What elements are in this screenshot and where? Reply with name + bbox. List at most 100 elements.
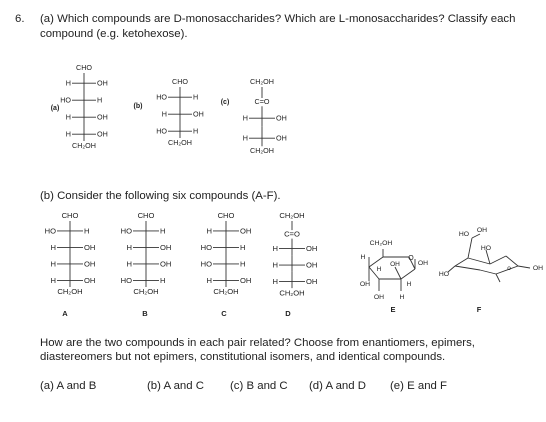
ring-bond	[467, 257, 491, 265]
pair-option-a: (a) A and B	[40, 380, 97, 392]
fischer-left-substituent: H	[51, 243, 56, 252]
fischer-top-group: CHO	[172, 77, 188, 86]
fischer-right-substituent: OH	[276, 114, 287, 123]
structure-label: D	[285, 309, 291, 318]
fischer-carbonyl: C=O	[255, 97, 270, 106]
fischer-right-substituent: OH	[84, 276, 95, 285]
fischer-right-substituent: OH	[193, 110, 204, 119]
structure-label: C	[221, 309, 227, 318]
part-a-prompt-line1: (a) Which compounds are D-monosaccharide…	[40, 13, 516, 25]
ring-bond	[368, 266, 380, 280]
substituent-bond	[495, 273, 501, 283]
ring-bond	[400, 268, 416, 280]
fischer-left-substituent: H	[66, 113, 71, 122]
fischer-left-substituent: H	[273, 261, 278, 270]
structure-label: B	[142, 309, 148, 318]
fischer-left-substituent: H	[207, 276, 212, 285]
ring-substituent: H	[400, 294, 405, 301]
fischer-left-substituent: HO	[156, 93, 167, 102]
structure-label: (c)	[221, 99, 230, 106]
fischer-top-group: CHO	[218, 211, 235, 220]
structure-label: A	[62, 309, 68, 318]
ring-bond	[454, 257, 469, 267]
substituent-bond	[471, 233, 481, 239]
relation-prompt-line2: diastereomers but not epimers, constitut…	[40, 351, 446, 363]
fischer-right-substituent: H	[240, 243, 245, 252]
fischer-bottom-group: CH₂OH	[133, 287, 158, 296]
pair-option-c: (c) B and C	[230, 380, 288, 392]
fischer-right-substituent: OH	[240, 227, 251, 236]
part-a-prompt-line2: compound (e.g. ketohexose).	[40, 28, 188, 40]
ring-bond	[479, 269, 497, 275]
ring-substituent: OH	[390, 261, 400, 268]
fischer-right-substituent: H	[160, 227, 165, 236]
fischer-bottom-group: CH₂OH	[250, 146, 274, 155]
ring-substituent: H	[377, 266, 382, 273]
fischer-right-substituent: OH	[97, 130, 108, 139]
fischer-right-substituent: OH	[160, 243, 171, 252]
substituent-bond	[485, 249, 491, 265]
substituent-bond	[394, 266, 402, 280]
ring-bond	[489, 255, 507, 265]
fischer-top-group: CH₂OH	[250, 77, 274, 86]
fischer-carbonyl: C=O	[284, 230, 300, 239]
fischer-left-substituent: HO	[156, 127, 167, 136]
ring-substituent: OH	[418, 260, 428, 267]
fischer-right-substituent: OH	[276, 134, 287, 143]
fischer-left-substituent: HO	[60, 96, 71, 105]
fischer-bottom-group: CH₂OH	[213, 287, 238, 296]
structure-label: F	[477, 305, 482, 314]
structure-label: (b)	[134, 103, 143, 110]
fischer-right-substituent: OH	[306, 277, 317, 286]
fischer-right-substituent: H	[97, 96, 102, 105]
fischer-right-substituent: H	[193, 127, 198, 136]
fischer-left-substituent: H	[51, 276, 56, 285]
fischer-left-substituent: H	[273, 277, 278, 286]
fischer-right-substituent: OH	[97, 113, 108, 122]
fischer-left-substituent: HO	[45, 227, 56, 236]
fischer-bottom-group: CH₂OH	[57, 287, 82, 296]
fischer-top-group: CHO	[62, 211, 79, 220]
fischer-top-group: CH₂OH	[279, 211, 304, 220]
fischer-right-substituent: OH	[240, 276, 251, 285]
ring-substituent: HO	[459, 231, 469, 238]
ring-bond	[408, 256, 416, 270]
pair-option-e: (e) E and F	[390, 380, 447, 392]
substituent-bond	[467, 237, 473, 259]
relation-prompt-line1: How are the two compounds in each pair r…	[40, 337, 475, 349]
fischer-right-substituent: H	[160, 276, 165, 285]
fischer-bottom-group: CH₂OH	[279, 288, 304, 297]
fischer-top-group: CHO	[138, 211, 155, 220]
fischer-right-substituent: H	[193, 93, 198, 102]
fischer-right-substituent: OH	[84, 260, 95, 269]
fischer-bottom-group: CH₂OH	[72, 141, 96, 150]
part-b-prompt: (b) Consider the following six compounds…	[40, 190, 281, 202]
fischer-left-substituent: H	[66, 79, 71, 88]
pair-option-b: (b) A and C	[147, 380, 204, 392]
substituent-bond	[447, 265, 456, 273]
ring-substituent: OH	[360, 281, 370, 288]
ring-oxygen: O	[408, 255, 414, 262]
question-number: 6.	[15, 13, 25, 25]
fischer-right-substituent: OH	[306, 261, 317, 270]
fischer-left-substituent: H	[127, 243, 132, 252]
ring-substituent: OH	[477, 227, 487, 234]
fischer-right-substituent: H	[84, 227, 89, 236]
fischer-left-substituent: HO	[201, 243, 212, 252]
ring-bond	[454, 265, 481, 271]
fischer-left-substituent: H	[127, 260, 132, 269]
fischer-right-substituent: OH	[160, 260, 171, 269]
ring-substituent: HO	[481, 245, 491, 252]
ring-substituent: OH	[374, 294, 384, 301]
ring-oxygen: o	[507, 265, 511, 272]
substituent-bond	[517, 265, 531, 269]
fischer-right-substituent: H	[240, 260, 245, 269]
ring-bond	[368, 256, 384, 268]
pair-options: (a) A and B (b) A and C (c) B and C (d) …	[0, 380, 546, 396]
fischer-right-substituent: OH	[306, 244, 317, 253]
fischer-bottom-group: CH₂OH	[168, 138, 192, 147]
fischer-left-substituent: H	[207, 227, 212, 236]
ring-bond	[495, 265, 519, 275]
ring-bond	[505, 255, 519, 267]
structure-label: (a)	[51, 105, 60, 112]
